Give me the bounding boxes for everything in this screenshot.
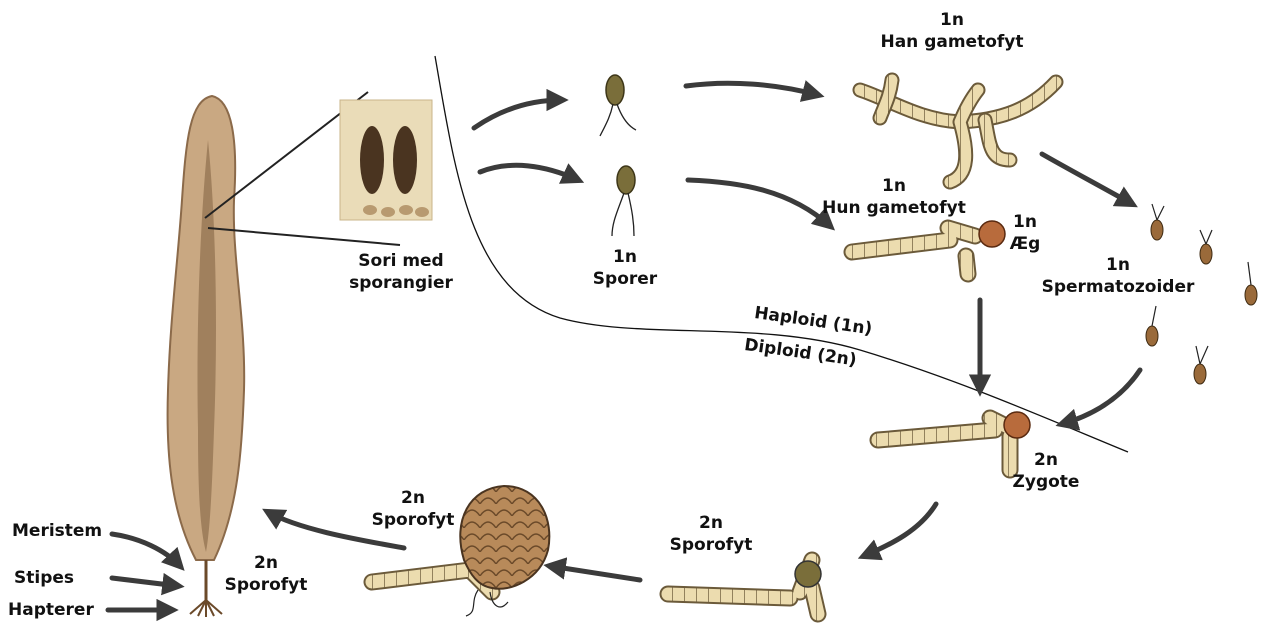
aeg-name: Æg (1000, 233, 1050, 255)
sori-label-line1: Sori med (346, 250, 456, 272)
spermatozoider-label: 1n Spermatozoider (1036, 254, 1200, 298)
zoom-line-lower (208, 228, 400, 245)
han-gametofyt-label: 1n Han gametofyt (868, 9, 1036, 53)
sporer-ploidy: 1n (580, 246, 670, 268)
sporofyt-mid-ploidy: 2n (360, 487, 466, 509)
arrows (108, 83, 1140, 610)
hun-gametofyt-name: Hun gametofyt (818, 197, 970, 219)
male-gametophyte (860, 80, 1056, 182)
spermatozoider-ploidy: 1n (1036, 254, 1200, 276)
hun-gametofyt-label: 1n Hun gametofyt (818, 175, 970, 219)
aeg-ploidy: 1n (1000, 211, 1050, 233)
stipes-label: Stipes (14, 567, 74, 589)
hapterer-label: Hapterer (8, 599, 94, 621)
sporofyt-mid-label: 2n Sporofyt (360, 487, 466, 531)
sporer-label: 1n Sporer (580, 246, 670, 290)
spore-lower (612, 166, 635, 236)
spermatozoider-name: Spermatozoider (1036, 276, 1200, 298)
young-sporophyte (668, 560, 821, 614)
zygote-label: 2n Zygote (1004, 449, 1088, 493)
han-gametofyt-name: Han gametofyt (868, 31, 1036, 53)
sori-inset (340, 100, 432, 220)
sporofyt-mid-name: Sporofyt (360, 509, 466, 531)
meristem-label: Meristem (12, 520, 102, 542)
sporofyt-young-name: Sporofyt (658, 534, 764, 556)
zygote-ploidy: 2n (1004, 449, 1088, 471)
han-gametofyt-ploidy: 1n (868, 9, 1036, 31)
sporofyt-adult-ploidy: 2n (214, 552, 318, 574)
sori-label-line2: sporangier (346, 272, 456, 294)
spore-upper (600, 75, 636, 136)
zygote-name: Zygote (1004, 471, 1088, 493)
sporofyt-adult-name: Sporofyt (214, 574, 318, 596)
sori-label: Sori med sporangier (346, 250, 456, 294)
sporofyt-young-label: 2n Sporofyt (658, 512, 764, 556)
hun-gametofyt-ploidy: 1n (818, 175, 970, 197)
female-gametophyte (852, 221, 1005, 274)
adult-sporophyte (168, 96, 245, 617)
sporer-name: Sporer (580, 268, 670, 290)
aeg-label: 1n Æg (1000, 211, 1050, 255)
sporofyt-adult-label: 2n Sporofyt (214, 552, 318, 596)
sporofyt-young-ploidy: 2n (658, 512, 764, 534)
